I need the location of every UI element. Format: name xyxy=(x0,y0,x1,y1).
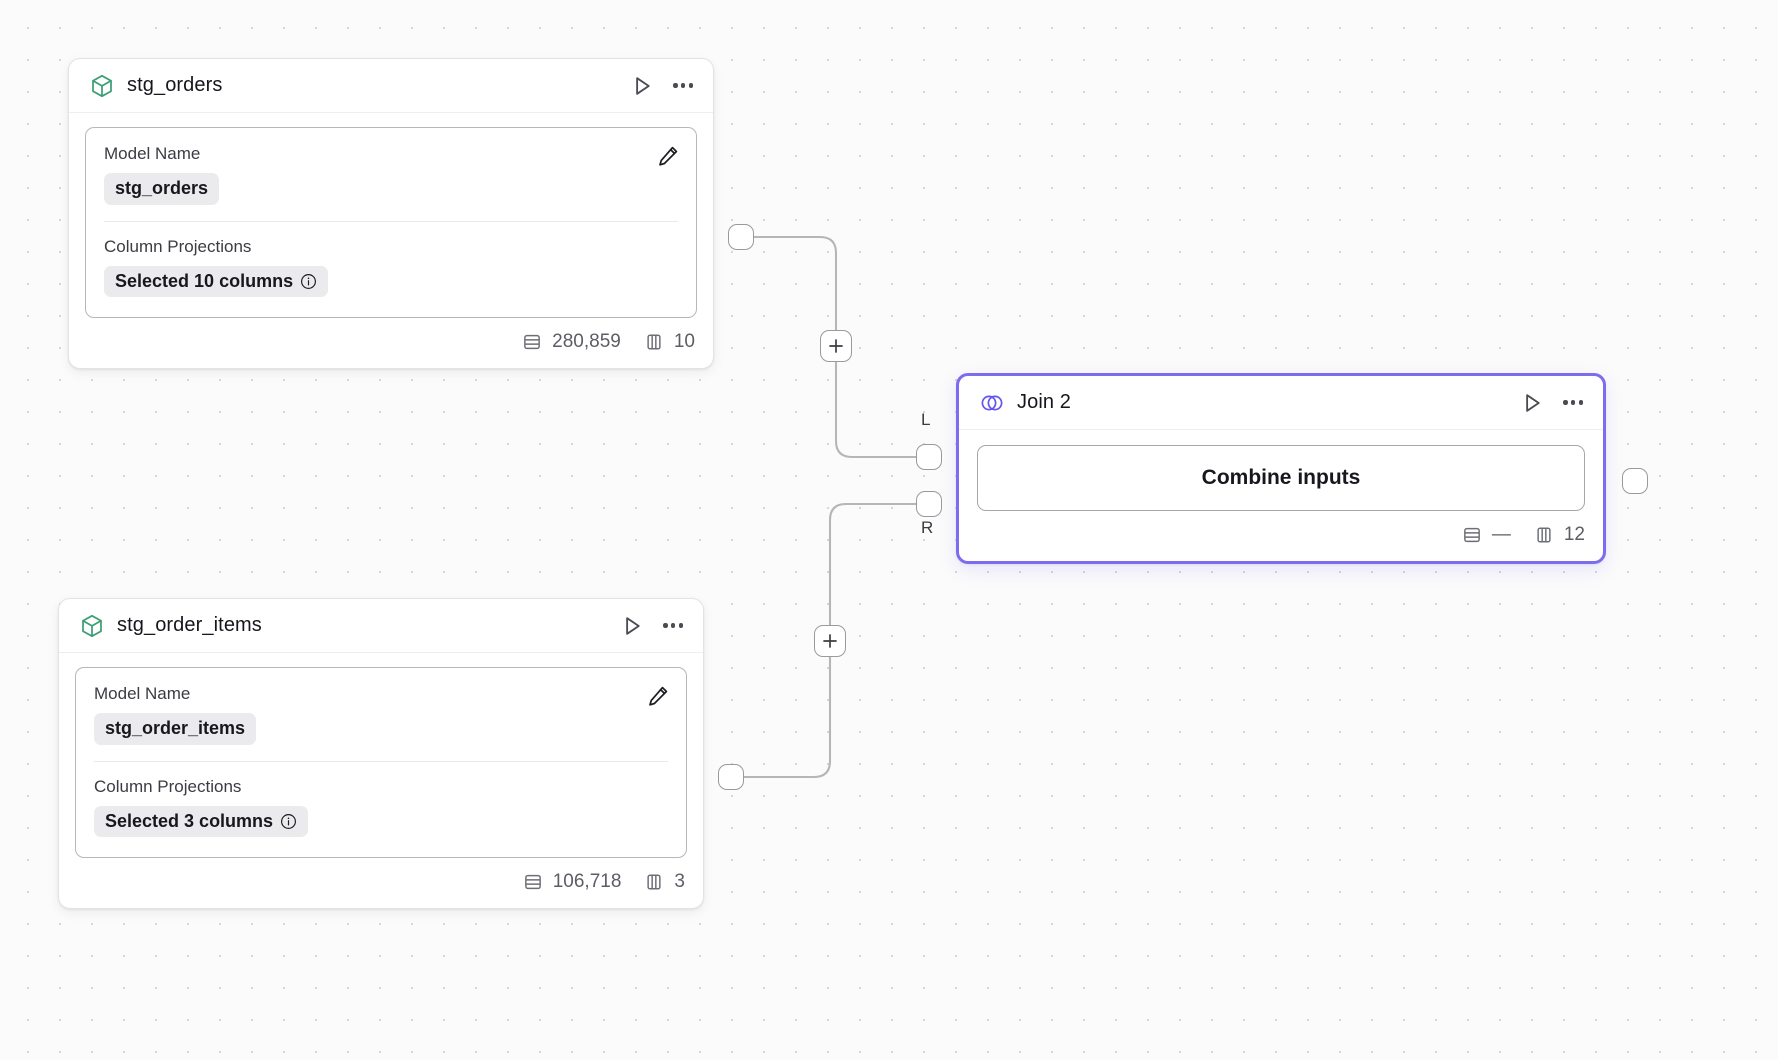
edit-pencil-icon[interactable] xyxy=(654,142,682,170)
more-icon[interactable] xyxy=(661,619,685,631)
node-join-2[interactable]: Join 2 Combine inputs xyxy=(956,373,1606,564)
cube-icon xyxy=(79,613,105,639)
combine-inputs-label: Combine inputs xyxy=(1201,466,1361,489)
column-count-stat: 10 xyxy=(643,331,695,353)
node-body: Model Name stg_orders Column Projections… xyxy=(69,113,713,319)
node-header: Join 2 xyxy=(959,376,1603,430)
columns-icon xyxy=(643,331,665,353)
rows-value: 280,859 xyxy=(552,331,621,353)
columns-value: 3 xyxy=(674,871,685,893)
model-config-card: Model Name stg_order_items Column Projec… xyxy=(75,667,687,859)
node-footer: — 12 xyxy=(959,511,1603,561)
node-header-actions xyxy=(1519,390,1585,416)
field-value-chip[interactable]: Selected 10 columns xyxy=(104,265,329,298)
output-port-stg-orders[interactable] xyxy=(728,224,754,250)
run-icon[interactable] xyxy=(619,613,645,639)
chip-text: stg_order_items xyxy=(105,718,246,738)
field-model-name: Model Name stg_orders xyxy=(104,144,678,205)
rows-value: — xyxy=(1491,524,1511,545)
field-label: Column Projections xyxy=(94,776,242,796)
node-stg-orders[interactable]: stg_orders xyxy=(68,58,714,370)
chip-text: Selected 3 columns xyxy=(105,810,274,831)
combine-inputs-button[interactable]: Combine inputs xyxy=(977,445,1585,511)
node-title: stg_orders xyxy=(127,74,223,96)
field-value-chip[interactable]: stg_orders xyxy=(104,173,220,205)
node-title: Join 2 xyxy=(1017,391,1071,413)
node-header: stg_order_items xyxy=(59,599,703,653)
node-stg-order-items[interactable]: stg_order_items xyxy=(58,598,704,910)
input-port-right-label: R xyxy=(921,518,934,537)
rows-icon xyxy=(521,331,543,353)
column-count-stat: 3 xyxy=(643,871,685,893)
field-column-projections: Column Projections Selected 10 columns xyxy=(104,237,678,298)
info-icon[interactable] xyxy=(280,813,297,830)
output-port-stg-order-items[interactable] xyxy=(718,764,744,790)
add-node-button-bottom[interactable] xyxy=(814,625,846,657)
field-divider xyxy=(94,760,668,762)
output-port-join-2[interactable] xyxy=(1622,468,1648,494)
chip-text: stg_orders xyxy=(115,178,209,198)
field-column-projections: Column Projections Selected 3 columns xyxy=(94,777,668,838)
row-count-stat: 106,718 xyxy=(522,871,622,893)
chip-text: Selected 10 columns xyxy=(115,270,294,291)
node-header-actions xyxy=(629,73,695,99)
columns-icon xyxy=(643,871,665,893)
node-header: stg_orders xyxy=(69,59,713,113)
more-icon[interactable] xyxy=(1561,396,1585,408)
cube-icon xyxy=(89,73,115,99)
columns-value: 10 xyxy=(673,331,695,353)
columns-icon xyxy=(1533,524,1555,546)
run-icon[interactable] xyxy=(629,73,655,99)
column-count-stat: 12 xyxy=(1533,524,1585,546)
field-label: Model Name xyxy=(94,684,191,703)
node-footer: 280,859 10 xyxy=(69,318,713,368)
field-value-chip[interactable]: stg_order_items xyxy=(94,713,257,745)
input-port-join-right[interactable] xyxy=(916,491,942,517)
field-divider xyxy=(104,220,678,222)
run-icon[interactable] xyxy=(1519,390,1545,416)
rows-icon xyxy=(522,871,544,893)
columns-value: 12 xyxy=(1563,524,1585,545)
rows-icon xyxy=(1461,524,1483,546)
node-title: stg_order_items xyxy=(117,614,262,636)
node-footer: 106,718 3 xyxy=(59,858,703,908)
field-label: Model Name xyxy=(104,144,201,163)
rows-value: 106,718 xyxy=(552,871,622,893)
add-node-button-top[interactable] xyxy=(820,330,852,362)
row-count-stat: — xyxy=(1461,524,1511,546)
edit-pencil-icon[interactable] xyxy=(644,682,672,710)
info-icon[interactable] xyxy=(300,273,317,290)
field-label: Column Projections xyxy=(104,236,252,256)
node-body: Model Name stg_order_items Column Projec… xyxy=(59,653,703,859)
join-venn-icon xyxy=(979,390,1005,416)
input-port-join-left[interactable] xyxy=(916,444,942,470)
model-config-card: Model Name stg_orders Column Projections… xyxy=(85,127,697,319)
node-body: Combine inputs xyxy=(959,430,1603,511)
row-count-stat: 280,859 xyxy=(521,331,621,353)
field-value-chip[interactable]: Selected 3 columns xyxy=(94,805,309,838)
node-header-actions xyxy=(619,613,685,639)
more-icon[interactable] xyxy=(671,79,695,91)
input-port-left-label: L xyxy=(921,410,931,429)
field-model-name: Model Name stg_order_items xyxy=(94,684,668,745)
